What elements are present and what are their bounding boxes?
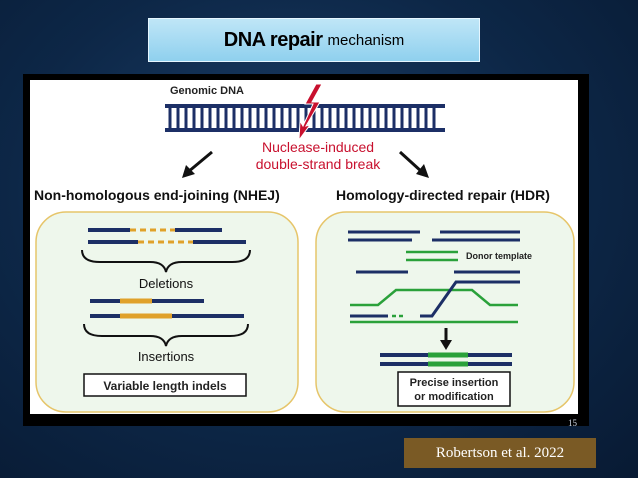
title-sub: mechanism bbox=[327, 31, 405, 49]
precise-label-line2: or modification bbox=[414, 391, 494, 403]
title-main: DNA repair bbox=[223, 28, 323, 51]
insertions-label: Insertions bbox=[138, 349, 195, 364]
arrow-down-icon bbox=[440, 328, 452, 350]
arrow-right-icon bbox=[398, 150, 429, 178]
slide-title: DNA repair mechanism bbox=[148, 18, 480, 62]
page-number: 15 bbox=[568, 418, 577, 428]
indels-label: Variable length indels bbox=[103, 379, 227, 393]
deletions-brace bbox=[81, 249, 251, 273]
donor-template-label: Donor template bbox=[466, 251, 532, 261]
lightning-bolt-icon bbox=[298, 83, 323, 142]
genomic-dna-ladder bbox=[165, 104, 445, 132]
nhej-title: Non-homologous end-joining (NHEJ) bbox=[34, 187, 280, 203]
deletions-label: Deletions bbox=[139, 276, 194, 291]
precise-label-line1: Precise insertion bbox=[410, 377, 499, 389]
citation-box: Robertson et al. 2022 bbox=[404, 438, 596, 468]
hdr-title: Homology-directed repair (HDR) bbox=[336, 187, 550, 203]
arrow-left-icon bbox=[182, 150, 213, 178]
precise-box bbox=[397, 371, 511, 407]
dna-rungs bbox=[168, 108, 436, 128]
insertions-brace bbox=[83, 323, 249, 347]
break-label-line1: Nuclease-induced bbox=[262, 139, 374, 155]
break-label-line2: double-strand break bbox=[256, 156, 382, 172]
genomic-dna-label: Genomic DNA bbox=[170, 85, 244, 97]
indels-box bbox=[83, 373, 247, 397]
